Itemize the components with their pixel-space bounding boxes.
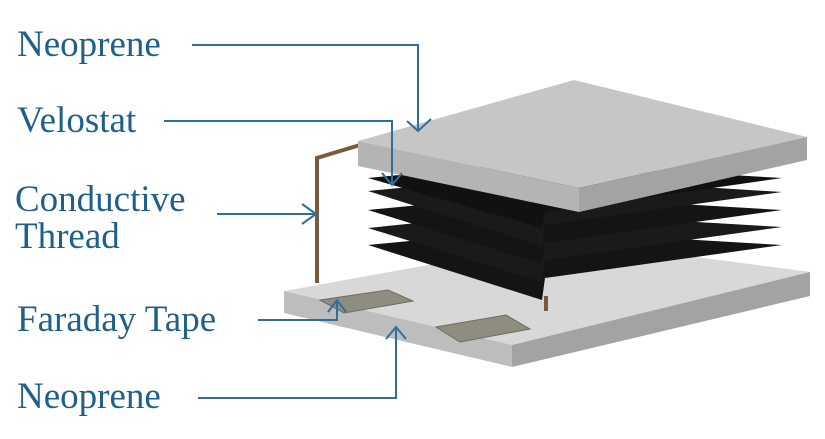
top-slab-top-face bbox=[358, 80, 807, 188]
bottom-slab-top-face bbox=[284, 240, 810, 345]
label-neoprene-top: Neoprene bbox=[17, 24, 161, 65]
arrow-velostat bbox=[381, 172, 403, 187]
leader-neoprene-bottom bbox=[198, 327, 397, 399]
faraday-tape-pad-right bbox=[434, 314, 532, 343]
leader-lines bbox=[164, 44, 432, 399]
label-velostat: Velostat bbox=[17, 100, 137, 141]
label-faraday-tape: Faraday Tape bbox=[17, 299, 217, 340]
leader-neoprene-top bbox=[192, 44, 419, 131]
top-neoprene-slab bbox=[358, 80, 807, 212]
arrow-faraday-tape bbox=[327, 298, 347, 313]
top-slab-left-face bbox=[358, 141, 579, 212]
top-slab-right-face bbox=[579, 137, 807, 212]
arrow-neoprene-bottom bbox=[385, 325, 407, 340]
bottom-slab-right-face bbox=[512, 272, 810, 367]
label-conductive-thread-line2: Thread bbox=[15, 216, 120, 257]
label-neoprene-bottom: Neoprene bbox=[17, 376, 161, 417]
arrow-neoprene-top bbox=[406, 118, 432, 133]
conductive-thread-left bbox=[315, 143, 361, 283]
leader-faraday-tape bbox=[258, 300, 338, 321]
label-conductive-thread-line1: Conductive bbox=[15, 179, 186, 220]
arrow-conductive-thread bbox=[301, 203, 318, 225]
leader-velostat bbox=[164, 120, 393, 185]
